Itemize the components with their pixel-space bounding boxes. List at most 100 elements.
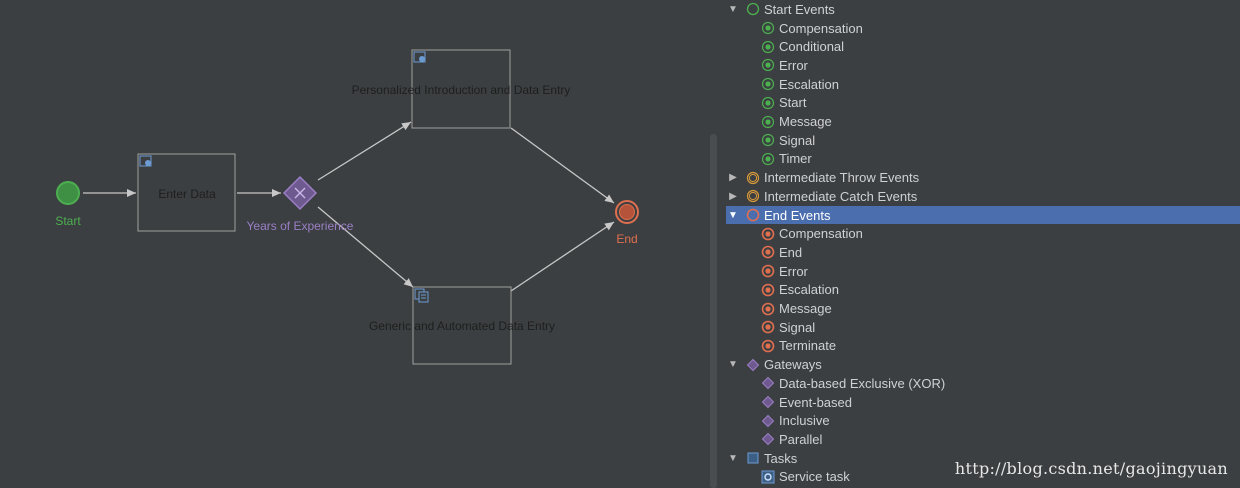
- task-label: Generic and Automated Data Entry: [368, 319, 556, 333]
- task-label: Enter Data: [158, 187, 216, 201]
- signal-end-icon: [761, 320, 775, 334]
- error-end-icon: [761, 264, 775, 278]
- palette-item-start-events-start[interactable]: Start: [726, 94, 1240, 113]
- palette-item-label: End: [779, 244, 803, 260]
- flow-gateway-to-generic[interactable]: [317, 206, 414, 288]
- palette-group-end-events[interactable]: ▼ End Events: [726, 205, 1240, 225]
- process-diagram: [56, 49, 639, 365]
- palette-item-gateways-inclusive[interactable]: Inclusive: [726, 411, 1240, 430]
- palette-group-label: Gateways: [764, 357, 822, 373]
- service-task-service-icon: [761, 470, 775, 484]
- palette-item-label: Inclusive: [779, 413, 830, 429]
- palette-group-start-events[interactable]: ▼ Start Events: [726, 0, 1240, 19]
- palette-item-label: Compensation: [779, 226, 863, 242]
- task-generic-automated[interactable]: [412, 286, 512, 365]
- start-event-icon: [746, 2, 760, 16]
- palette-group-label: Intermediate Throw Events: [764, 170, 920, 186]
- palette-item-label: Timer: [779, 151, 812, 167]
- start-event-label: Start: [55, 214, 81, 228]
- palette-group-gateways[interactable]: ▼ Gateways: [726, 355, 1240, 374]
- palette-item-label: Compensation: [779, 20, 863, 36]
- palette-item-start-events-signal[interactable]: Signal: [726, 131, 1240, 150]
- palette-scrollbar[interactable]: [710, 134, 717, 488]
- palette-item-end-events-message[interactable]: Message: [726, 299, 1240, 318]
- palette-item-label: Message: [779, 301, 832, 317]
- error-start-icon: [761, 58, 775, 72]
- palette-item-gateways-event-based[interactable]: Event-based: [726, 393, 1240, 412]
- user-task-icon: [413, 51, 426, 63]
- palette-item-gateways-parallel[interactable]: Parallel: [726, 430, 1240, 449]
- palette-item-tasks-service-task[interactable]: Service task: [726, 468, 1240, 487]
- compensation-start-icon: [761, 21, 775, 35]
- palette-group-intermediate-throw-events[interactable]: ▶ Intermediate Throw Events: [726, 168, 1240, 187]
- timer-start-icon: [761, 152, 775, 166]
- palette-group-intermediate-catch-events[interactable]: ▶Intermediate Catch Events: [726, 187, 1240, 206]
- process-diagram-canvas[interactable]: Start Years of Experience End Enter Data…: [0, 0, 708, 488]
- palette-item-label: Start: [779, 95, 807, 111]
- palette-item-label: Escalation: [779, 76, 839, 92]
- parallel-gateway-icon: [761, 432, 775, 446]
- message-end-icon: [761, 302, 775, 316]
- end-event[interactable]: [615, 200, 639, 224]
- palette-item-end-events-escalation[interactable]: Escalation: [726, 281, 1240, 300]
- end-event-label: End: [616, 232, 638, 246]
- task-enter-data[interactable]: [137, 153, 236, 232]
- start-start-icon: [761, 96, 775, 110]
- palette-item-end-events-terminate[interactable]: Terminate: [726, 337, 1240, 356]
- palette-item-end-events-end[interactable]: End: [726, 243, 1240, 262]
- palette-item-gateways-data-based-exclusive-xor[interactable]: Data-based Exclusive (XOR): [726, 374, 1240, 393]
- gateway-icon: [746, 358, 760, 372]
- intermediate-catch-icon: [746, 189, 760, 203]
- palette-item-end-events-signal[interactable]: Signal: [726, 318, 1240, 337]
- signal-start-icon: [761, 133, 775, 147]
- palette-group-tasks[interactable]: ▼ Tasks: [726, 449, 1240, 468]
- end-end-icon: [761, 245, 775, 259]
- expanded-arrow-icon[interactable]: ▼: [728, 452, 738, 464]
- escalation-end-icon: [761, 283, 775, 297]
- palette-group-label: Start Events: [764, 1, 835, 17]
- expanded-arrow-icon[interactable]: ▼: [728, 359, 738, 371]
- palette-item-label: Terminate: [779, 338, 837, 354]
- escalation-start-icon: [761, 77, 775, 91]
- task-icon: [746, 451, 760, 465]
- end-event-icon: [746, 208, 760, 222]
- flow-generic-to-end[interactable]: [510, 221, 615, 292]
- flow-personalized-to-end[interactable]: [510, 127, 615, 204]
- task-label: Personalized Introduction and Data Entry: [351, 83, 571, 97]
- palette-item-start-events-escalation[interactable]: Escalation: [726, 75, 1240, 94]
- script-task-icon: [414, 288, 429, 303]
- start-event[interactable]: [56, 181, 80, 205]
- palette-item-end-events-compensation[interactable]: Compensation: [726, 224, 1240, 243]
- flow-gateway-to-personalized[interactable]: [317, 121, 412, 181]
- palette-item-label: Service task: [779, 469, 850, 485]
- collapsed-arrow-icon[interactable]: ▶: [729, 172, 737, 184]
- palette-item-start-events-timer[interactable]: Timer: [726, 150, 1240, 169]
- palette-item-start-events-message[interactable]: Message: [726, 112, 1240, 131]
- expanded-arrow-icon[interactable]: ▼: [728, 3, 738, 15]
- palette-group-label: End Events: [764, 207, 831, 223]
- palette-item-label: Signal: [779, 319, 816, 335]
- palette-item-label: Parallel: [779, 431, 823, 447]
- watermark: http://blog.csdn.net/gaojingyuan: [954, 459, 1228, 478]
- palette-item-start-events-compensation[interactable]: Compensation: [726, 19, 1240, 38]
- data-based-exclusive-xor-gateway-icon: [761, 376, 775, 390]
- event-based-gateway-icon: [761, 395, 775, 409]
- palette-item-label: Data-based Exclusive (XOR): [779, 375, 946, 391]
- palette-item-end-events-error[interactable]: Error: [726, 262, 1240, 281]
- message-start-icon: [761, 115, 775, 129]
- palette-item-label: Conditional: [779, 39, 845, 55]
- palette-group-label: Tasks: [764, 450, 798, 466]
- palette-item-label: Signal: [779, 132, 816, 148]
- palette-item-label: Escalation: [779, 282, 839, 298]
- task-personalized-introduction[interactable]: [411, 49, 511, 129]
- gateway-label: Years of Experience: [246, 219, 354, 233]
- compensation-end-icon: [761, 227, 775, 241]
- intermediate-throw-icon: [746, 171, 760, 185]
- palette-item-start-events-conditional[interactable]: Conditional: [726, 37, 1240, 56]
- expanded-arrow-icon[interactable]: ▼: [728, 209, 738, 221]
- exclusive-gateway[interactable]: [282, 175, 318, 211]
- palette-item-start-events-error[interactable]: Error: [726, 56, 1240, 75]
- collapsed-arrow-icon[interactable]: ▶: [729, 190, 737, 202]
- palette-item-label: Event-based: [779, 394, 852, 410]
